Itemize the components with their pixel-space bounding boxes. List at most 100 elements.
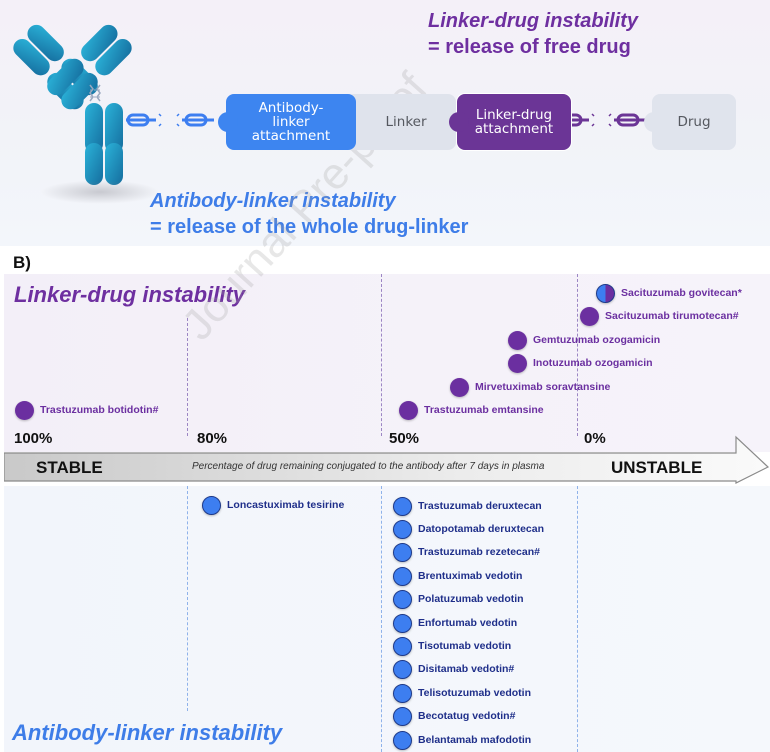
adc-name: Sacituzumab govitecan* — [621, 287, 742, 299]
adc-name: Sacituzumab tirumotecan# — [605, 310, 739, 322]
tick-100: 100% — [14, 430, 53, 447]
stable-label: STABLE — [36, 458, 103, 477]
adc-item: Datopotamab deruxtecan — [393, 519, 544, 539]
gridline-0 — [577, 486, 578, 752]
adc-item: Trastuzumab emtansine — [399, 400, 544, 420]
tick-80: 80% — [197, 430, 228, 447]
adc-marker-icon — [393, 613, 412, 633]
adc-name: Datopotamab deruxtecan — [418, 523, 545, 535]
linker-drug-heading: Linker-drug instability — [14, 282, 246, 307]
adc-item: Sacituzumab govitecan* — [596, 283, 742, 303]
piece-label-line: Antibody- — [258, 100, 324, 116]
adc-marker-icon — [393, 683, 412, 703]
adc-name: Gemtuzumab ozogamicin — [533, 334, 661, 346]
adc-item: Sacituzumab tirumotecan# — [580, 306, 739, 326]
adc-item: Belantamab mafodotin — [393, 730, 531, 750]
adc-name: Trastuzumab emtansine — [424, 404, 544, 416]
broken-chain-link-icon — [126, 113, 162, 127]
adc-name: Belantamab mafodotin — [418, 734, 532, 746]
adc-marker-icon — [580, 306, 599, 326]
piece-label-line: attachment — [474, 121, 554, 137]
adc-item: Trastuzumab deruxtecan — [393, 496, 542, 516]
adc-name: Trastuzumab botidotin# — [40, 404, 159, 416]
adc-marker-icon — [450, 377, 469, 397]
adc-marker-icon — [508, 330, 527, 350]
tick-0: 0% — [584, 430, 606, 447]
gridline-0 — [577, 274, 578, 436]
gridline-80 — [187, 486, 188, 711]
adc-name: Brentuximab vedotin — [418, 570, 523, 582]
adc-name: Trastuzumab rezetecan# — [418, 546, 540, 558]
adc-name: Trastuzumab deruxtecan — [418, 500, 542, 512]
puzzle-knob — [449, 112, 469, 132]
adc-marker-icon — [393, 519, 412, 539]
gridline-50 — [381, 486, 382, 752]
piece-label-line: Linker-drug — [475, 107, 553, 123]
adc-name: Telisotuzumab vedotin — [418, 687, 531, 699]
adc-item: Tisotumab vedotin — [393, 636, 511, 656]
panel-b-label: B) — [13, 253, 31, 272]
adc-marker-icon — [393, 659, 412, 679]
adc-marker-icon — [393, 589, 412, 609]
puzzle-knob — [644, 112, 664, 132]
adc-marker-icon — [399, 400, 418, 420]
adc-marker-icon — [393, 566, 412, 586]
antibody-icon — [13, 24, 132, 185]
adc-item: Brentuximab vedotin — [393, 566, 522, 586]
adc-name: Polatuzumab vedotin — [418, 593, 524, 605]
adc-item: Telisotuzumab vedotin — [393, 683, 531, 703]
adc-marker-icon — [15, 400, 34, 420]
subtitle-line: = release of the whole drug-linker — [150, 216, 469, 238]
adc-marker-icon — [508, 353, 527, 373]
panel-a-schematic: Antibody- linker attachment Linker Linke… — [0, 0, 770, 246]
antibody-shadow — [40, 180, 160, 204]
adc-item: Trastuzumab botidotin# — [15, 400, 158, 420]
antibody-linker-instability-title: Antibody-linker instability = release of… — [150, 188, 468, 240]
broken-chain-link-icon — [608, 113, 646, 127]
adc-name: Becotatug vedotin# — [418, 710, 516, 722]
adc-marker-icon — [393, 496, 412, 516]
piece-label-line: linker — [272, 114, 310, 130]
adc-name: Inotuzumab ozogamicin — [533, 357, 653, 369]
antibody-linker-region — [4, 486, 770, 752]
adc-name: Mirvetuximab soravtansine — [475, 381, 611, 393]
linker-drug-region — [4, 274, 770, 452]
adc-item: Trastuzumab rezetecan# — [393, 542, 540, 562]
adc-item: Disitamab vedotin# — [393, 659, 514, 679]
antibody-linker-heading: Antibody-linker instability — [12, 720, 283, 745]
title-line: Linker-drug instability — [428, 10, 639, 32]
adc-name: Disitamab vedotin# — [418, 663, 515, 675]
adc-item: Gemtuzumab ozogamicin — [508, 330, 660, 350]
adc-name: Loncastuximab tesirine — [227, 499, 345, 511]
gridline-50 — [381, 274, 382, 436]
adc-item: Becotatug vedotin# — [393, 706, 515, 726]
adc-marker-icon — [393, 542, 412, 562]
adc-item: Polatuzumab vedotin — [393, 589, 524, 609]
piece-label: Drug — [677, 114, 711, 130]
piece-label: Linker — [385, 114, 427, 130]
adc-name: Enfortumab vedotin — [418, 617, 518, 629]
linker-drug-instability-title: Linker-drug instability = release of fre… — [428, 8, 638, 60]
piece-label-line: attachment — [251, 128, 331, 144]
tick-50: 50% — [389, 430, 420, 447]
stability-arrow — [4, 435, 770, 484]
linker-piece: Linker — [336, 94, 456, 150]
unstable-label: UNSTABLE — [611, 458, 703, 477]
adc-marker-icon — [393, 730, 412, 750]
adc-item: Enfortumab vedotin — [393, 613, 517, 633]
adc-marker-mixed-icon — [596, 283, 615, 303]
puzzle-knob — [218, 112, 238, 132]
axis-caption: Percentage of drug remaining conjugated … — [192, 461, 545, 472]
adc-marker-icon — [393, 706, 412, 726]
gridline-80 — [187, 318, 188, 436]
adc-item: Loncastuximab tesirine — [202, 495, 344, 515]
linker-drug-attachment-piece: Linker-drug attachment — [449, 94, 571, 150]
title-line: Antibody-linker instability — [150, 190, 396, 212]
adc-marker-icon — [393, 636, 412, 656]
broken-chain-link-icon — [176, 113, 214, 127]
drug-piece: Drug — [644, 94, 736, 150]
adc-marker-icon — [202, 495, 221, 515]
subtitle-line: = release of free drug — [428, 36, 631, 58]
adc-item: Inotuzumab ozogamicin — [508, 353, 653, 373]
antibody-linker-attachment-piece: Antibody- linker attachment — [218, 94, 356, 150]
